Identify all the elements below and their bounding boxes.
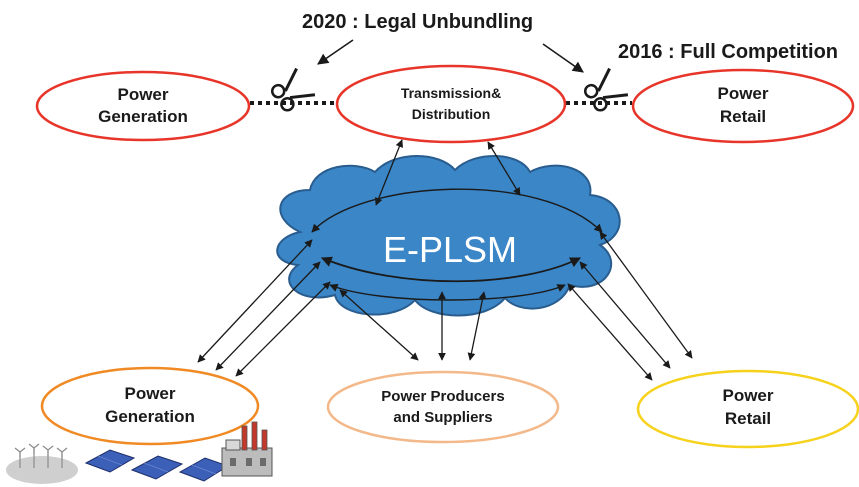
node-label-line2: Retail — [720, 107, 766, 126]
node-label-line2: and Suppliers — [393, 409, 492, 426]
cloud-label: E-PLSM — [383, 229, 517, 270]
cloud-arc-upper — [311, 188, 603, 233]
e-plsm-cloud: E-PLSM — [276, 155, 621, 317]
arrow-transmission-cloud-left — [374, 139, 404, 206]
arrow-cloud-retail-3 — [567, 283, 653, 381]
factory-icon — [221, 421, 273, 477]
arrow-cloud-generation-2 — [215, 261, 321, 371]
arrow-cloud-retail-2 — [579, 261, 671, 369]
full-competition-heading: 2016 : Full Competition — [618, 41, 838, 63]
node-label-line2: Retail — [725, 409, 771, 428]
competition-pointer-arrow — [542, 43, 584, 73]
node-label-line1: Power — [124, 384, 175, 403]
top-transmission-distribution-node: Transmission& Distribution — [335, 64, 567, 144]
unbundling-pointer-arrow — [317, 39, 354, 65]
node-label-line1: Transmission& — [401, 85, 501, 101]
arrow-cloud-producers-1 — [339, 289, 419, 361]
node-label-line2: Distribution — [412, 106, 491, 122]
node-label-line1: Power Producers — [381, 388, 504, 405]
bottom-power-retail-node: Power Retail — [636, 369, 859, 449]
arrow-transmission-cloud-right — [487, 141, 521, 196]
node-label-line1: Power — [722, 386, 773, 405]
solar-panels-icon — [84, 449, 230, 482]
bottom-power-producers-node: Power Producers and Suppliers — [326, 370, 560, 444]
arrow-cloud-producers-3 — [467, 291, 487, 361]
scissors-icon — [270, 67, 316, 112]
wind-turbines-icon — [6, 443, 78, 484]
node-label-line1: Power — [717, 84, 768, 103]
top-power-generation-node: Power Generation — [35, 70, 251, 142]
bottom-power-generation-node: Power Generation — [40, 366, 260, 446]
node-label-line2: Generation — [105, 407, 195, 426]
arrow-cloud-generation-3 — [235, 281, 331, 377]
node-label-line1: Power — [117, 85, 168, 104]
scissors-icon — [583, 67, 629, 112]
cloud-arc-lower — [321, 256, 581, 283]
arrow-cloud-generation-1 — [197, 239, 313, 363]
legal-unbundling-heading: 2020 : Legal Unbundling — [302, 11, 533, 33]
top-power-retail-node: Power Retail — [631, 68, 855, 144]
node-label-line2: Generation — [98, 107, 188, 126]
